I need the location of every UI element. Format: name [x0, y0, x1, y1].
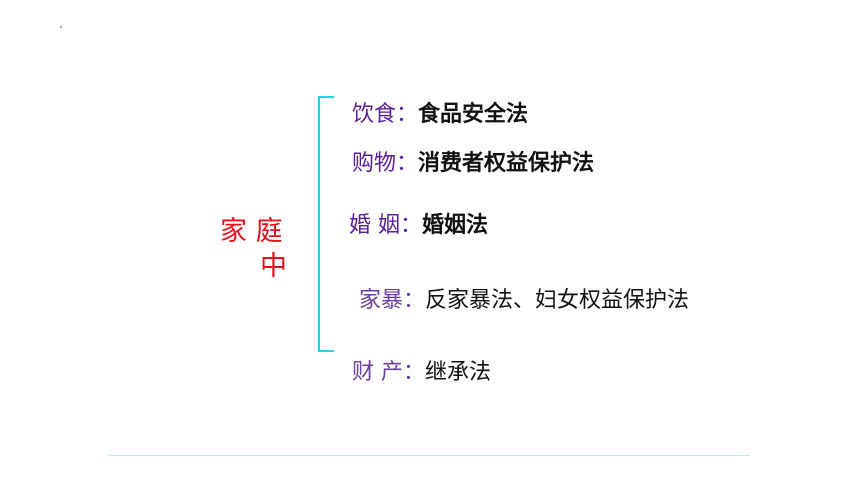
bracket-line — [318, 96, 334, 352]
item-value: 反家暴法、妇女权益保护法 — [425, 288, 690, 313]
item-value: 消费者权益保护法 — [418, 151, 595, 176]
decorative-dot — [60, 26, 62, 28]
bottom-divider — [108, 455, 750, 456]
item-label: 购物： — [352, 151, 419, 176]
item-row-marriage: 婚 姻：婚姻法 — [349, 211, 488, 241]
item-row-domestic-violence: 家暴：反家暴法、妇女权益保护法 — [359, 286, 689, 316]
item-value: 食品安全法 — [418, 102, 529, 127]
item-row-food: 饮食：食品安全法 — [352, 100, 528, 130]
item-label: 饮食： — [352, 102, 419, 127]
item-label: 财 产： — [352, 360, 425, 385]
topic-line-1: 家 庭 — [220, 216, 283, 247]
item-value: 婚姻法 — [422, 213, 489, 238]
topic-line-2: 中 — [260, 251, 287, 282]
item-value: 继承法 — [425, 360, 492, 385]
item-label: 婚 姻： — [349, 213, 422, 238]
item-row-property: 财 产：继承法 — [352, 358, 491, 388]
item-label: 家暴： — [359, 288, 426, 313]
item-row-shopping: 购物：消费者权益保护法 — [352, 149, 594, 179]
